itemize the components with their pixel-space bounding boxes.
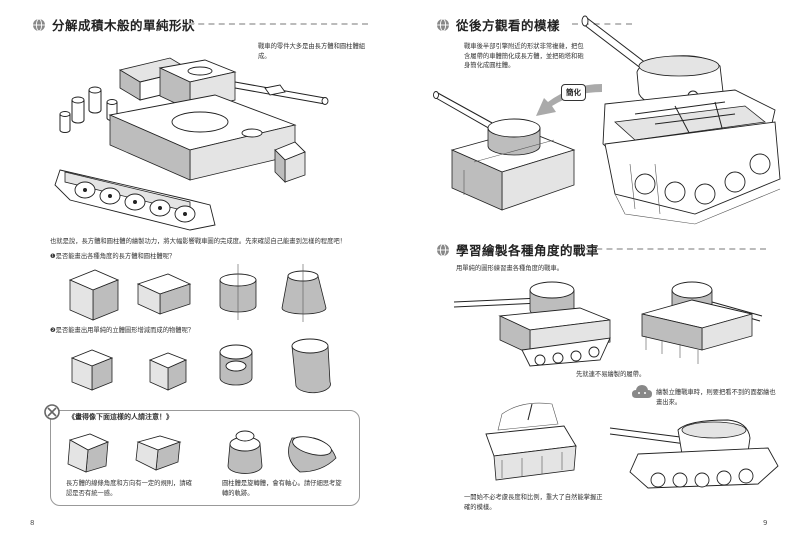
intro-text: 也就是說，長方體和圓柱體的繪製功力，將大幅影響戰車圖的完成度。先來確認自己能畫到… — [50, 238, 346, 245]
tip-text: 繪製立體戰車時，則要把看不到的面都繪也畫出來。 — [656, 389, 776, 406]
caution-title: 《畫得像下面這樣的人請注意！》 — [68, 413, 173, 421]
heading-divider — [188, 23, 368, 25]
caution-text-2: 圓柱體是旋轉體，會有軸心。請仔細思考旋轉的軌跡。 — [222, 480, 342, 497]
angle-tank-3 — [485, 402, 577, 481]
heading-divider — [572, 23, 632, 25]
angle-note-1: 先就連不易繪製的履帶。 — [576, 371, 646, 378]
globe-icon — [437, 18, 449, 31]
heading-text: 分解成積木般的單純形狀 — [52, 18, 196, 33]
question-2: ❷是否能畫出用單純的立體圖形增減而成的物體呢？ — [50, 327, 195, 334]
angles-text: 用單純的圖形練習畫各種角度的戰車。 — [456, 265, 564, 272]
angle-tank-2 — [641, 281, 763, 364]
heading-divider — [586, 248, 766, 250]
angle-tank-4 — [609, 419, 779, 489]
rear-view-text: 戰車後半部引擎附近的形狀非常複雜，把包含履帶的車體簡化成長方體，並把砲塔和砲身簡… — [464, 43, 584, 69]
simplify-label: 簡化 — [561, 84, 586, 101]
right-page: 從後方觀看的模樣 戰車後半部引擎附近的形狀非常複雜，把包含履帶的車體簡化成長方體… — [400, 0, 799, 540]
heading-text: 學習繪製各種角度的戰車 — [456, 243, 600, 258]
caution-text-1: 長方體的線條角度和方向有一定的規則，請確認是否有統一感。 — [66, 480, 192, 497]
globe-icon — [437, 243, 449, 256]
q2-shapes — [70, 338, 331, 394]
detailed-tank-illustration — [581, 15, 781, 225]
angle-tank-1 — [453, 281, 611, 367]
simplified-tank-illustration — [433, 91, 576, 211]
tank-parts-note: 戰車的零件大多是由長方體和圓柱體組成。 — [258, 43, 366, 60]
prohibit-icon — [44, 404, 60, 420]
globe-icon — [33, 18, 45, 31]
page-number-right: 9 — [763, 519, 768, 527]
heading-various-angles: 學習繪製各種角度的戰車 — [436, 240, 599, 259]
q1-shapes — [68, 264, 327, 322]
caution-box — [50, 410, 360, 506]
angle-note-2: 一開始不必考慮長度和比例，重大了自然能掌握正確的模樣。 — [464, 494, 603, 511]
heading-rear-view: 從後方觀看的模樣 — [436, 15, 560, 34]
question-1: ❶是否能畫出各種角度的長方體和圓柱體呢？ — [50, 253, 176, 260]
left-page: 分解成積木般的單純形狀 戰車的零件大多是由長方體和圓柱體組成。 — [0, 0, 399, 540]
heading-decompose: 分解成積木般的單純形狀 — [32, 15, 195, 34]
exploded-tank-illustration — [54, 57, 329, 231]
caution-shapes — [67, 430, 337, 474]
heading-text: 從後方觀看的模樣 — [456, 18, 561, 33]
page-number-left: 8 — [30, 519, 35, 527]
cloud-icon — [632, 385, 652, 398]
